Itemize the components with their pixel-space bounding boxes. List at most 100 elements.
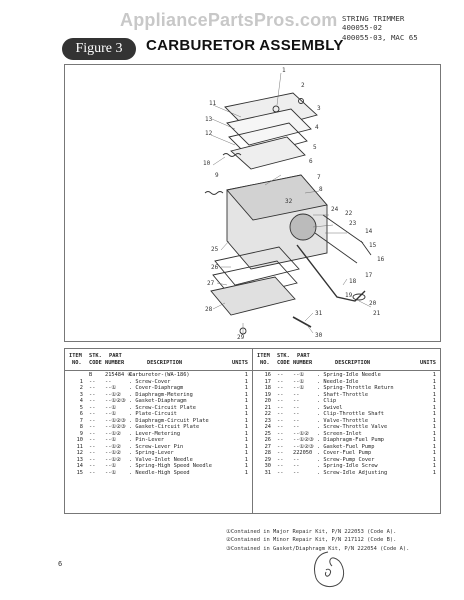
part-number: --①②③ <box>105 417 126 424</box>
units: 1 <box>244 411 248 417</box>
header-units: UNITS <box>232 360 248 366</box>
part-number: --① <box>105 385 117 391</box>
stock-code: -- <box>277 385 284 391</box>
figure-badge: Figure 3 <box>62 38 136 60</box>
part-number: --①②③ <box>105 424 126 430</box>
callout-label: 12 <box>205 130 213 137</box>
callout-label: 23 <box>349 220 357 227</box>
part-description: . Screw-Circuit Plate <box>129 404 196 411</box>
stock-code: -- <box>277 378 284 385</box>
part-number: --① <box>105 437 117 443</box>
units: 1 <box>244 404 248 411</box>
stock-code: -- <box>277 437 284 443</box>
header-item-no: NO. <box>72 360 82 366</box>
units: 1 <box>432 443 436 450</box>
pump-cover-shape <box>210 276 296 316</box>
part-description: . Needle-High Speed <box>129 469 190 476</box>
footnote: ①Contained in Major Repair Kit, P/N 2220… <box>226 529 397 535</box>
throttle-bore <box>289 213 317 241</box>
units: 1 <box>432 404 436 411</box>
part-description: . Valve-Throttle <box>317 417 369 424</box>
page-number: 6 <box>58 560 63 568</box>
item-number: 2 <box>79 385 83 391</box>
part-description: . Needle-Idle <box>317 378 359 385</box>
part-description: . Pin-Lever <box>129 437 165 443</box>
item-number: 22 <box>264 411 271 417</box>
item-number: 28 <box>264 450 271 456</box>
stock-code: -- <box>277 469 284 476</box>
part-number: --①② <box>293 430 309 437</box>
stock-code: -- <box>277 411 284 417</box>
part-number: --①②③ <box>293 437 314 443</box>
part-number: -- <box>293 391 300 398</box>
item-number: 9 <box>79 430 83 437</box>
callout-label: 16 <box>377 256 385 263</box>
item-number: 31 <box>264 469 271 476</box>
stock-code: -- <box>89 417 96 424</box>
callout-label: 22 <box>345 210 353 217</box>
item-number: 11 <box>76 443 83 450</box>
item-number: 29 <box>264 456 271 463</box>
part-number: --①② <box>105 456 121 463</box>
kit-footnotes: ①Contained in Major Repair Kit, P/N 2220… <box>226 528 409 553</box>
part-description: . Spring-High Speed Needle <box>129 463 212 469</box>
part-description: . Plate-Circuit <box>129 411 177 417</box>
stock-code: -- <box>277 391 284 398</box>
part-description: . Spring-Lever <box>129 450 174 456</box>
callout-label: 9 <box>215 172 219 179</box>
part-number: --①② <box>105 443 121 450</box>
exploded-diagram: 1 2 3 4 5 6 7 8 9 10 11 12 13 14 15 16 1… <box>64 64 441 342</box>
parts-column-left: ITEM NO. STK. CODE PART NUMBER DESCRIPTI… <box>65 349 253 513</box>
watermark: AppliancePartsPros.com <box>120 10 338 30</box>
stock-code: -- <box>89 391 96 398</box>
units: 1 <box>432 469 436 476</box>
item-number: 12 <box>76 450 83 456</box>
part-description: . Gasket-Diaphragm <box>129 398 187 404</box>
units: 1 <box>432 372 436 378</box>
part-number: --①② <box>105 391 121 398</box>
item-number: 19 <box>264 391 271 398</box>
part-description: . Gasket-Fuel Pump <box>317 443 375 450</box>
units: 1 <box>244 443 248 450</box>
header-item: ITEM <box>257 353 270 359</box>
stock-code: -- <box>277 404 284 411</box>
stock-code: -- <box>89 469 96 476</box>
part-description: . Spring-Idle Needle <box>317 372 381 378</box>
units: 1 <box>432 430 436 437</box>
table-header: ITEM NO. STK. CODE PART NUMBER DESCRIPTI… <box>253 352 440 371</box>
part-number: -- <box>293 398 300 404</box>
stock-code: -- <box>89 463 96 469</box>
part-description: . Valve-Inlet Needle <box>129 456 193 463</box>
callout-label: 17 <box>365 272 373 279</box>
stock-code: -- <box>89 411 96 417</box>
units: 1 <box>432 391 436 398</box>
part-number: --① <box>293 378 305 385</box>
pump-diaphragm-shape <box>214 246 300 286</box>
footnote: ③Contained in Gasket/Diaphragm Kit, P/N … <box>226 545 410 552</box>
spring-part <box>222 153 242 157</box>
stock-code: -- <box>277 456 284 463</box>
part-number: --① <box>105 404 117 411</box>
units: 1 <box>432 417 436 424</box>
callout-label: 1 <box>282 67 286 74</box>
callout-label: 21 <box>373 310 381 317</box>
part-description: . Screw-Cover <box>129 378 171 385</box>
diaphragm-shape <box>226 108 312 146</box>
part-number: -- <box>293 404 300 411</box>
part-number: --①② <box>105 430 121 437</box>
units: 1 <box>244 450 248 456</box>
units: 1 <box>432 463 436 469</box>
callout-label: 27 <box>207 280 215 287</box>
part-number: 215484 ④ <box>105 372 133 378</box>
